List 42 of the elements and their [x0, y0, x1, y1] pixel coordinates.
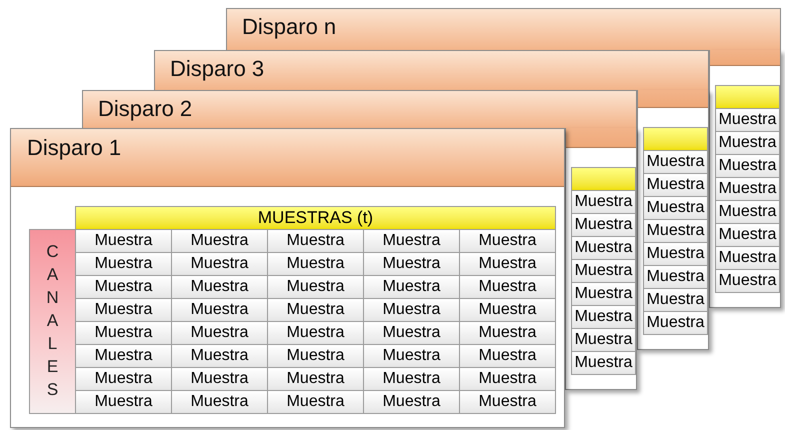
table-cell: Muestra [715, 246, 780, 270]
table-cell: Muestra [571, 328, 636, 352]
table-cell: Muestra [643, 311, 708, 335]
table-cell: Muestra [643, 196, 708, 220]
table-cell: Muestra [715, 200, 780, 224]
table-cell: Muestra [459, 229, 556, 253]
table-cell: Muestra [571, 351, 636, 375]
row-header-text: CANALES [45, 241, 60, 401]
card-title: Disparo n [242, 13, 336, 41]
table-cell: Muestra [643, 173, 708, 197]
table-cell: Muestra [459, 298, 556, 322]
table-cell: Muestra [459, 344, 556, 368]
header-bar [643, 127, 708, 151]
table-cell: Muestra [715, 154, 780, 178]
card [10, 128, 565, 428]
table-cell: Muestra [571, 305, 636, 329]
table-cell: Muestra [715, 177, 780, 201]
column-header: MUESTRAS (t) [75, 206, 556, 230]
table-cell: Muestra [459, 275, 556, 299]
table-cell: Muestra [459, 321, 556, 345]
table-cell: Muestra [571, 236, 636, 260]
table-cell: Muestra [715, 223, 780, 247]
table-cell: Muestra [643, 242, 708, 266]
row-header [29, 229, 76, 414]
table-cell: Muestra [643, 219, 708, 243]
table-cell: Muestra [715, 131, 780, 155]
table-cell: Muestra [459, 390, 556, 414]
table-cell: Muestra [715, 108, 780, 132]
header-bar [571, 167, 636, 191]
table-cell: Muestra [459, 252, 556, 276]
card-title: Disparo 2 [98, 95, 192, 123]
table-cell: Muestra [571, 190, 636, 214]
table-cell: Muestra [459, 367, 556, 391]
table-cell: Muestra [715, 269, 780, 293]
table-cell: Muestra [643, 288, 708, 312]
table-cell: Muestra [571, 259, 636, 283]
table-cell: Muestra [571, 213, 636, 237]
table-cell: Muestra [643, 265, 708, 289]
card-title: Disparo 1 [27, 134, 122, 162]
card-title: Disparo 3 [170, 55, 264, 83]
table-cell: Muestra [571, 282, 636, 306]
table-cell: Muestra [643, 150, 708, 174]
